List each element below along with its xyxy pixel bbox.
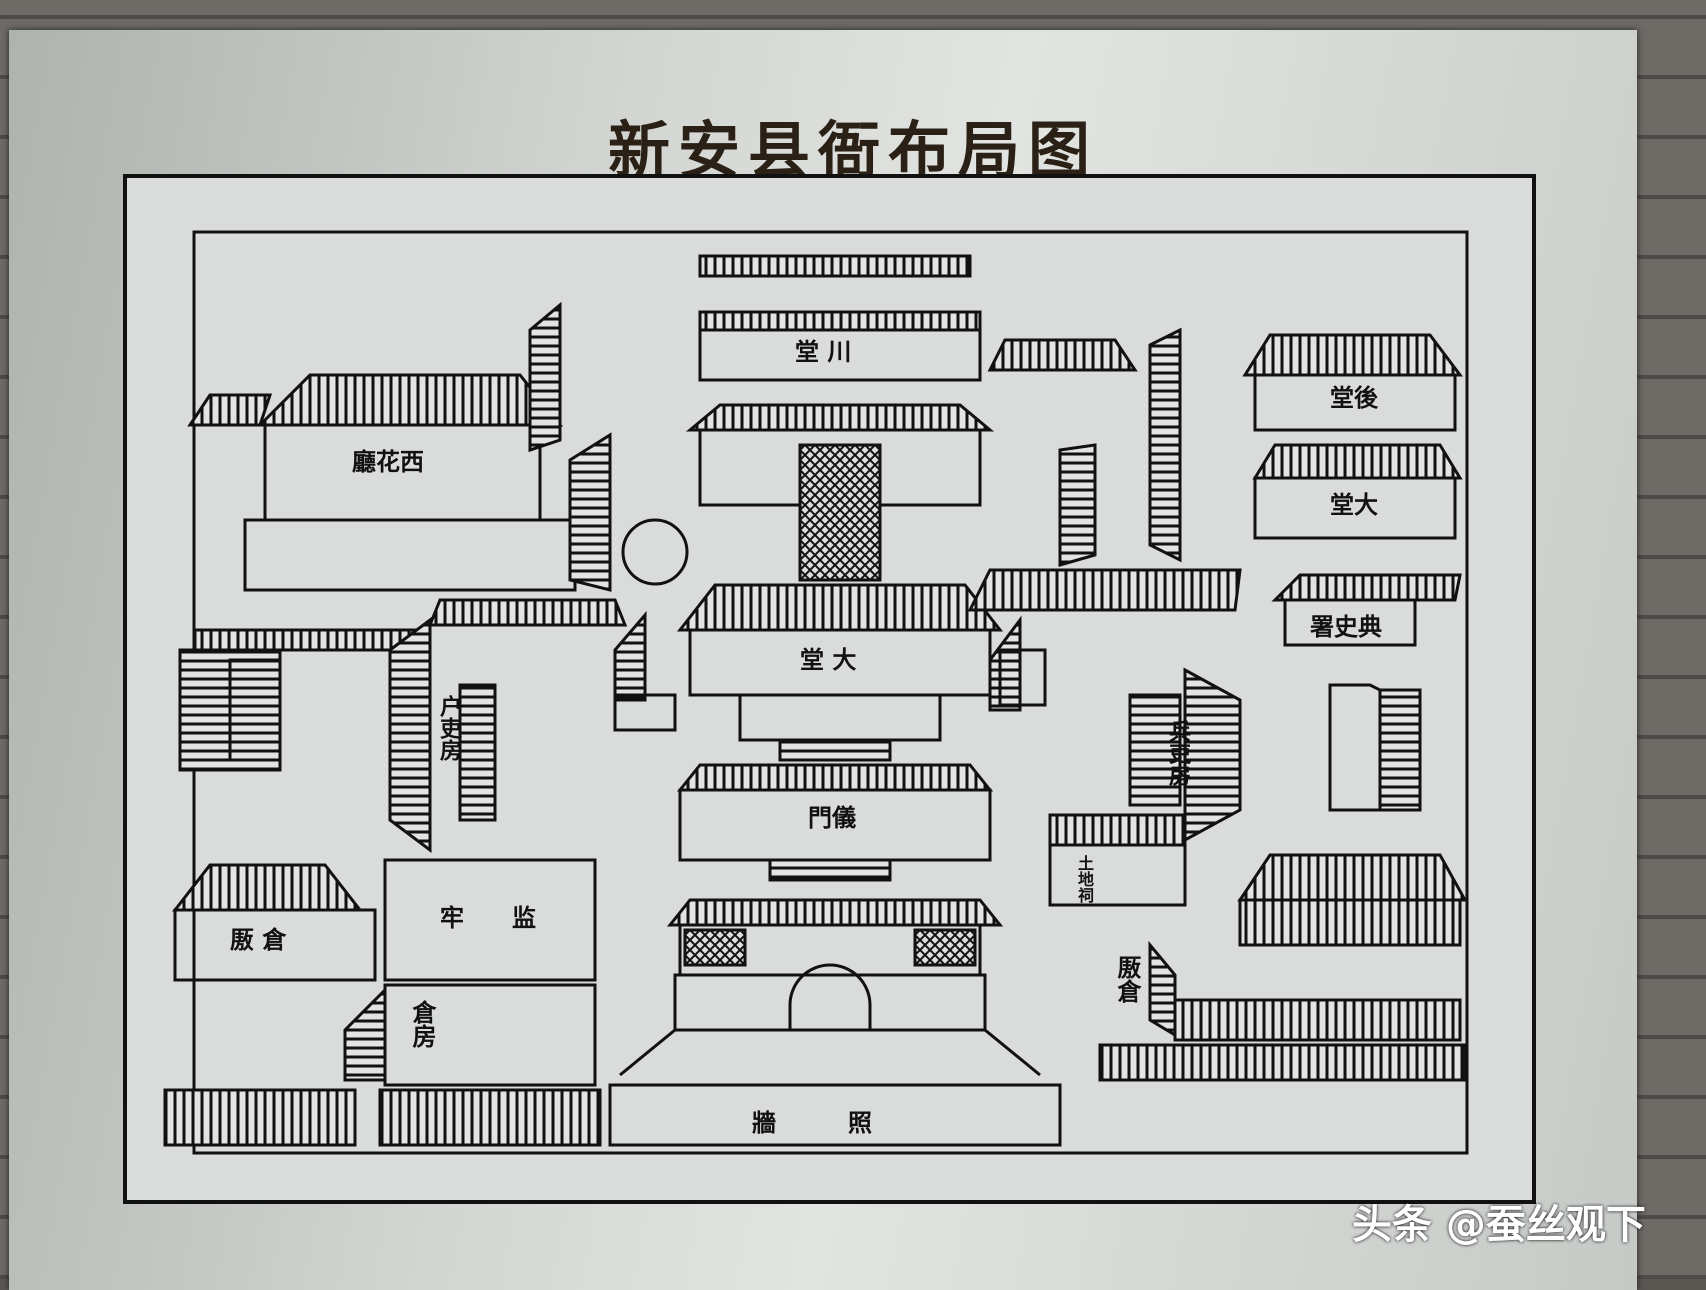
moon-gate — [621, 518, 689, 586]
label-cang-ao-right: 厫倉 — [1113, 955, 1142, 1003]
label-da-tang-center: 堂 大 — [800, 645, 857, 674]
fence-right — [1098, 1043, 1467, 1082]
roof-rear-hall — [685, 403, 995, 432]
prison-building — [383, 858, 597, 982]
label-li-fang-left: 户吏房 — [436, 695, 462, 761]
roof-top-hall — [698, 254, 972, 278]
steps — [778, 738, 892, 762]
screen-wall — [608, 1083, 1062, 1147]
covered-corridor — [798, 443, 882, 582]
label-cang-fang: 倉房 — [408, 1000, 437, 1048]
label-cang-ao-left: 厫 倉 — [230, 925, 287, 954]
fence-left — [163, 1088, 357, 1147]
chuan-tang-building — [698, 328, 982, 382]
roof-rear-hall-right — [1242, 333, 1463, 377]
label-da-tang-right: 堂大 — [1330, 490, 1378, 519]
label-jian-lao: 牢 监 — [440, 903, 536, 932]
label-li-fang-right: 兵吏房 — [1165, 720, 1191, 786]
roof-main-gate — [666, 898, 1004, 927]
roof-main-hall — [676, 583, 1004, 632]
dian-shi-shu-building — [1283, 598, 1417, 647]
roof-granary — [171, 863, 364, 912]
roof-west-flower-hall — [256, 373, 564, 427]
label-chuan-tang: 堂 川 — [795, 337, 852, 366]
label-yi-men: 門儀 — [808, 803, 856, 832]
watermark: 头条 @蚕丝观下 — [1352, 1202, 1646, 1248]
label-xi-hua-ting: 廳花西 — [352, 447, 424, 476]
label-hou-tang: 堂後 — [1330, 383, 1378, 412]
label-zhao-qiang: 牆 照 — [752, 1108, 872, 1137]
label-tu-di-ci: 土地祠 — [1075, 855, 1094, 903]
roof-ceremonial-gate — [676, 763, 994, 792]
label-dian-shi-shu: 署史典 — [1310, 612, 1382, 641]
side-corridor-right — [1148, 327, 1182, 563]
